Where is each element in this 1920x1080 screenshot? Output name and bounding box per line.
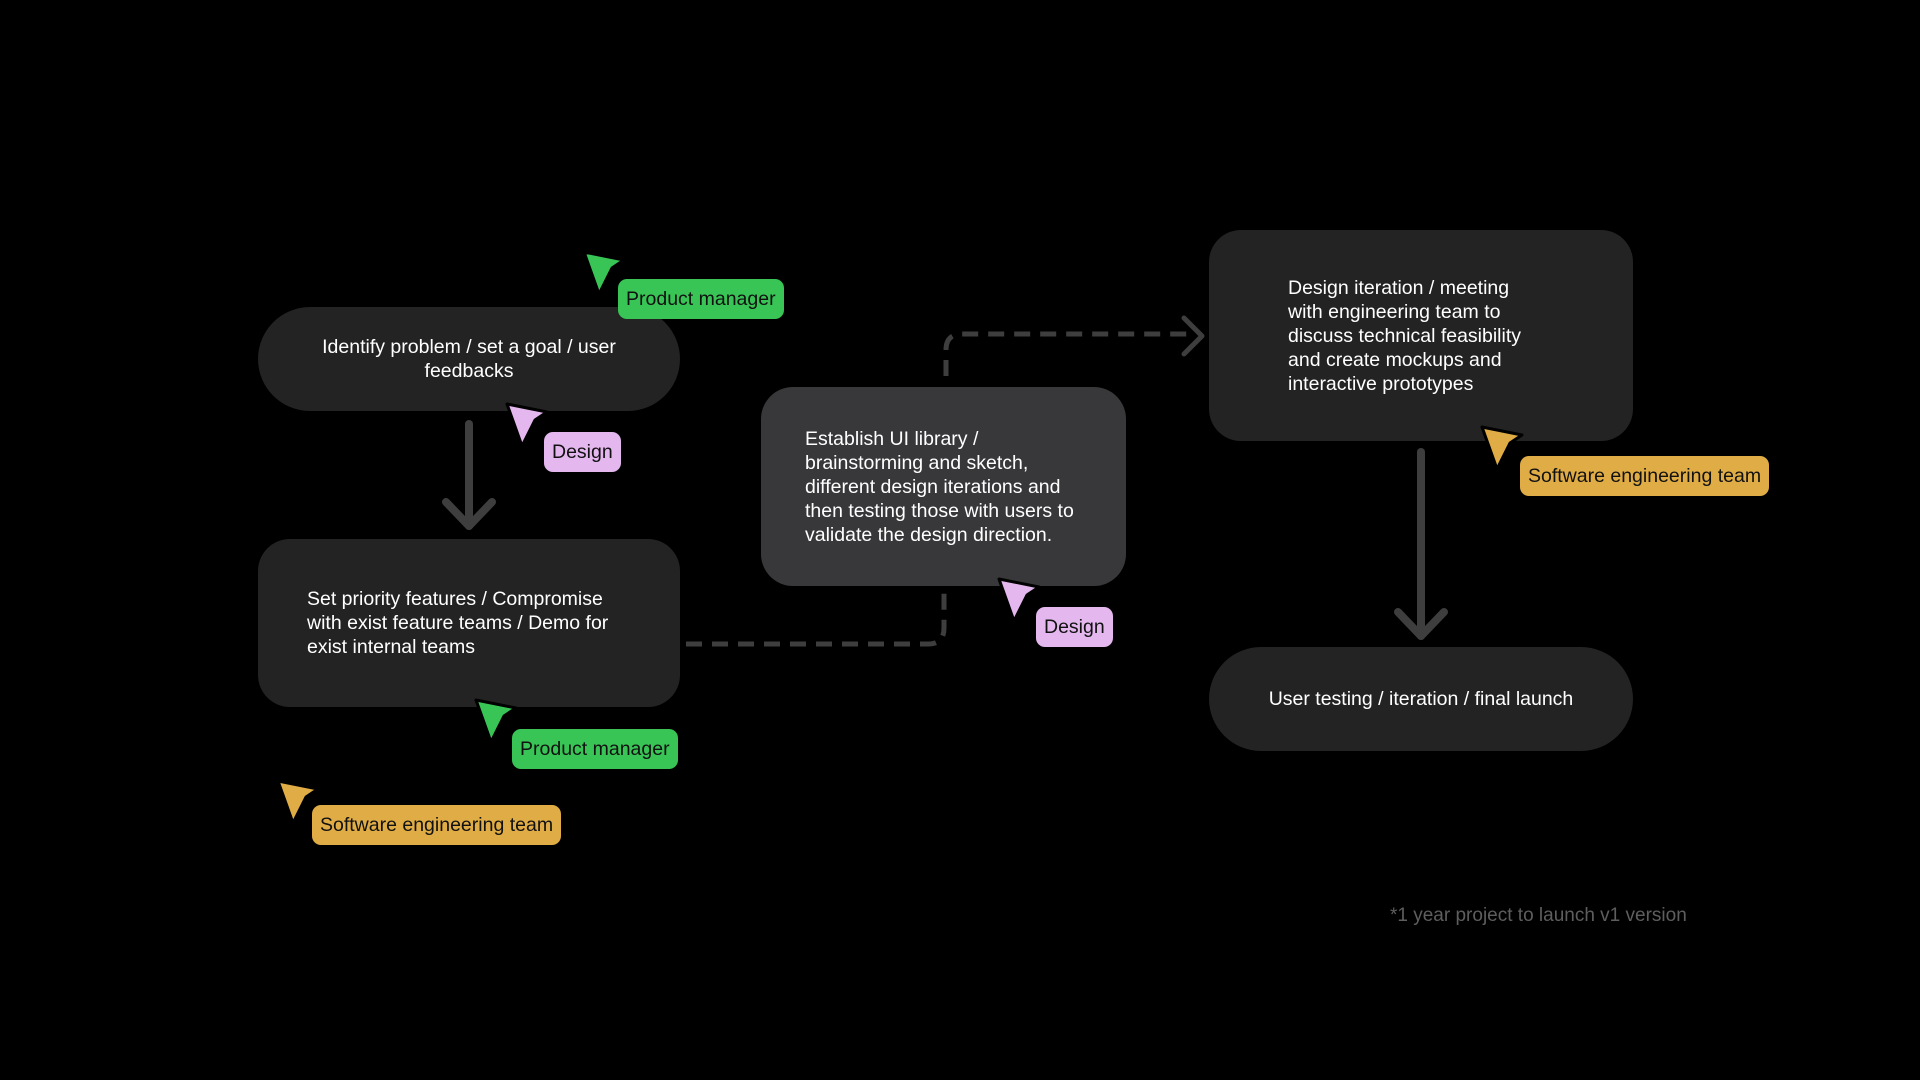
cursor-arrow-icon [276,779,322,827]
node-label: Design iteration / meeting with engineer… [1288,276,1522,395]
dashed-connector [943,331,1194,376]
node-user-testing: User testing / iteration / final launch [1209,647,1633,751]
node-label: Set priority features / Compromise with … [307,588,609,658]
cursor-arrow-icon [1480,425,1526,473]
cursor-arrow-icon [997,577,1043,625]
cursor-arrow-icon [505,402,551,450]
tag-product-manager: Product manager [512,729,678,769]
arrow-down-icon [442,420,496,530]
node-label: Establish UI library / brainstorming and… [805,427,1074,546]
node-design-iteration: Design iteration / meeting with engineer… [1209,230,1633,441]
tag-software-engineering-team: Software engineering team [1520,456,1770,496]
cursor-arrow-icon [582,250,628,298]
node-label: Identify problem / set a goal / user fee… [322,336,616,382]
tag-design: Design [1036,607,1113,647]
footnote: *1 year project to launch v1 version [1390,905,1687,926]
node-set-priority: Set priority features / Compromise with … [258,539,680,707]
node-label: User testing / iteration / final launch [1268,688,1574,710]
dashed-connector [686,586,947,647]
cursor-arrow-icon [474,698,520,746]
chevron-right-icon [1181,315,1205,357]
arrow-down-icon [1394,448,1448,640]
node-establish-ui-library: Establish UI library / brainstorming and… [761,387,1126,586]
tag-design: Design [544,432,621,472]
tag-product-manager: Product manager [618,279,784,319]
node-identify-problem: Identify problem / set a goal / user fee… [258,307,680,411]
tag-software-engineering-team: Software engineering team [312,805,562,845]
